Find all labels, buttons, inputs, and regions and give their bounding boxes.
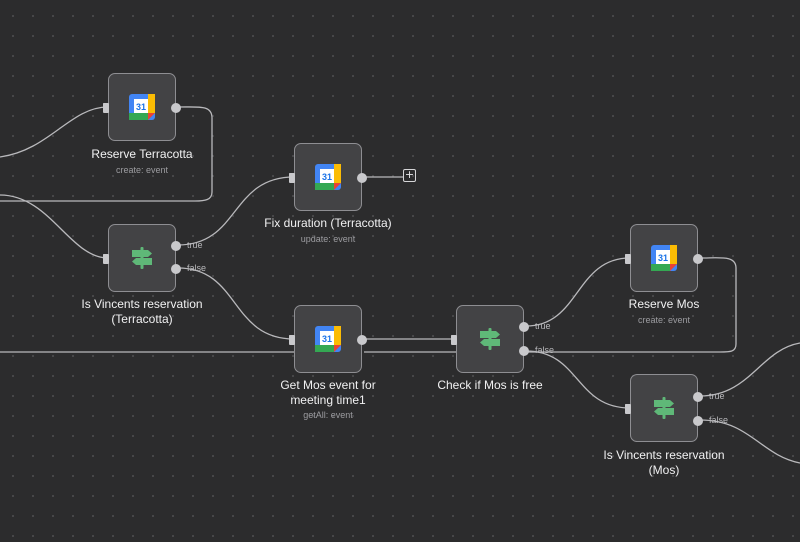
wire-terracotta-true-to-fix-duration — [177, 176, 295, 246]
wire-check-mos-true-to-reserve-mos — [525, 257, 631, 327]
input-handle[interactable] — [451, 335, 457, 345]
node-title-is-vincents-mos-line2: (Mos) — [648, 463, 680, 477]
node-reserve-mos[interactable]: 31 — [625, 224, 703, 292]
output-handle[interactable] — [357, 173, 367, 183]
node-subtitle-reserve-mos: create: event — [637, 315, 691, 325]
output-handle[interactable] — [357, 335, 367, 345]
branch-label-true: true — [709, 391, 725, 401]
node-is-vincents-reservation-terracotta[interactable] — [103, 224, 181, 292]
svg-text:31: 31 — [322, 334, 332, 344]
wire-mos-false-out — [699, 419, 800, 464]
output-handle-false[interactable] — [693, 416, 703, 426]
google-calendar-icon: 31 — [315, 164, 341, 190]
add-node-button[interactable]: + — [403, 168, 416, 182]
output-handle-true[interactable] — [519, 322, 529, 332]
wire-terracotta-false-to-get-mos — [177, 267, 295, 340]
input-handle[interactable] — [103, 103, 109, 113]
input-handle[interactable] — [625, 404, 631, 414]
svg-text:31: 31 — [322, 172, 332, 182]
signpost-icon — [480, 328, 500, 350]
wire-reserve-terracotta-loop — [0, 106, 213, 202]
wire-mos-true-out — [699, 342, 800, 397]
output-handle-false[interactable] — [519, 346, 529, 356]
wire-into-is-vincents-terracotta — [0, 194, 109, 259]
wire-reserve-mos-loop — [526, 257, 737, 353]
node-title-get-mos-line1: Get Mos event for — [280, 378, 376, 392]
node-title-get-mos-line2: meeting time1 — [290, 393, 366, 407]
google-calendar-icon: 31 — [129, 94, 155, 120]
node-subtitle-fix-duration: update: event — [300, 234, 356, 244]
signpost-icon — [132, 247, 152, 269]
branch-label-true: true — [187, 240, 203, 250]
output-handle-true[interactable] — [693, 392, 703, 402]
output-handle[interactable] — [693, 254, 703, 264]
output-handle[interactable] — [171, 103, 181, 113]
node-fix-duration-terracotta[interactable]: 31 — [289, 143, 367, 211]
svg-text:31: 31 — [658, 253, 668, 263]
branch-label-false: false — [187, 263, 207, 273]
node-title-is-vincents-mos-line1: Is Vincents reservation — [603, 448, 725, 462]
node-reserve-terracotta[interactable]: 31 — [103, 73, 181, 141]
branch-label-false: false — [709, 415, 729, 425]
input-handle[interactable] — [103, 254, 109, 264]
node-check-if-mos-is-free[interactable] — [451, 305, 529, 373]
node-title-reserve-mos: Reserve Mos — [628, 297, 700, 311]
wire-into-reserve-terracotta — [0, 106, 109, 158]
node-title-check-mos: Check if Mos is free — [437, 378, 543, 392]
google-calendar-icon: 31 — [651, 245, 677, 271]
node-title-fix-duration: Fix duration (Terracotta) — [264, 216, 392, 230]
input-handle[interactable] — [289, 173, 295, 183]
branch-label-false: false — [535, 345, 555, 355]
node-title-reserve-terracotta: Reserve Terracotta — [91, 147, 193, 161]
wire-check-mos-false-to-is-vincents-mos — [525, 350, 631, 409]
input-handle[interactable] — [289, 335, 295, 345]
input-handle[interactable] — [625, 254, 631, 264]
node-is-vincents-reservation-mos[interactable] — [625, 374, 703, 442]
branch-label-true: true — [535, 321, 551, 331]
node-get-mos-event[interactable]: 31 — [289, 305, 367, 373]
signpost-icon — [654, 397, 674, 419]
google-calendar-icon: 31 — [315, 326, 341, 352]
node-title-is-vincents-terracotta-line1: Is Vincents reservation — [81, 297, 203, 311]
svg-text:31: 31 — [136, 102, 146, 112]
node-title-is-vincents-terracotta-line2: (Terracotta) — [111, 312, 173, 326]
node-subtitle-get-mos: getAll: event — [303, 410, 353, 420]
output-handle-false[interactable] — [171, 264, 181, 274]
node-subtitle-reserve-terracotta: create: event — [115, 165, 169, 175]
output-handle-true[interactable] — [171, 241, 181, 251]
